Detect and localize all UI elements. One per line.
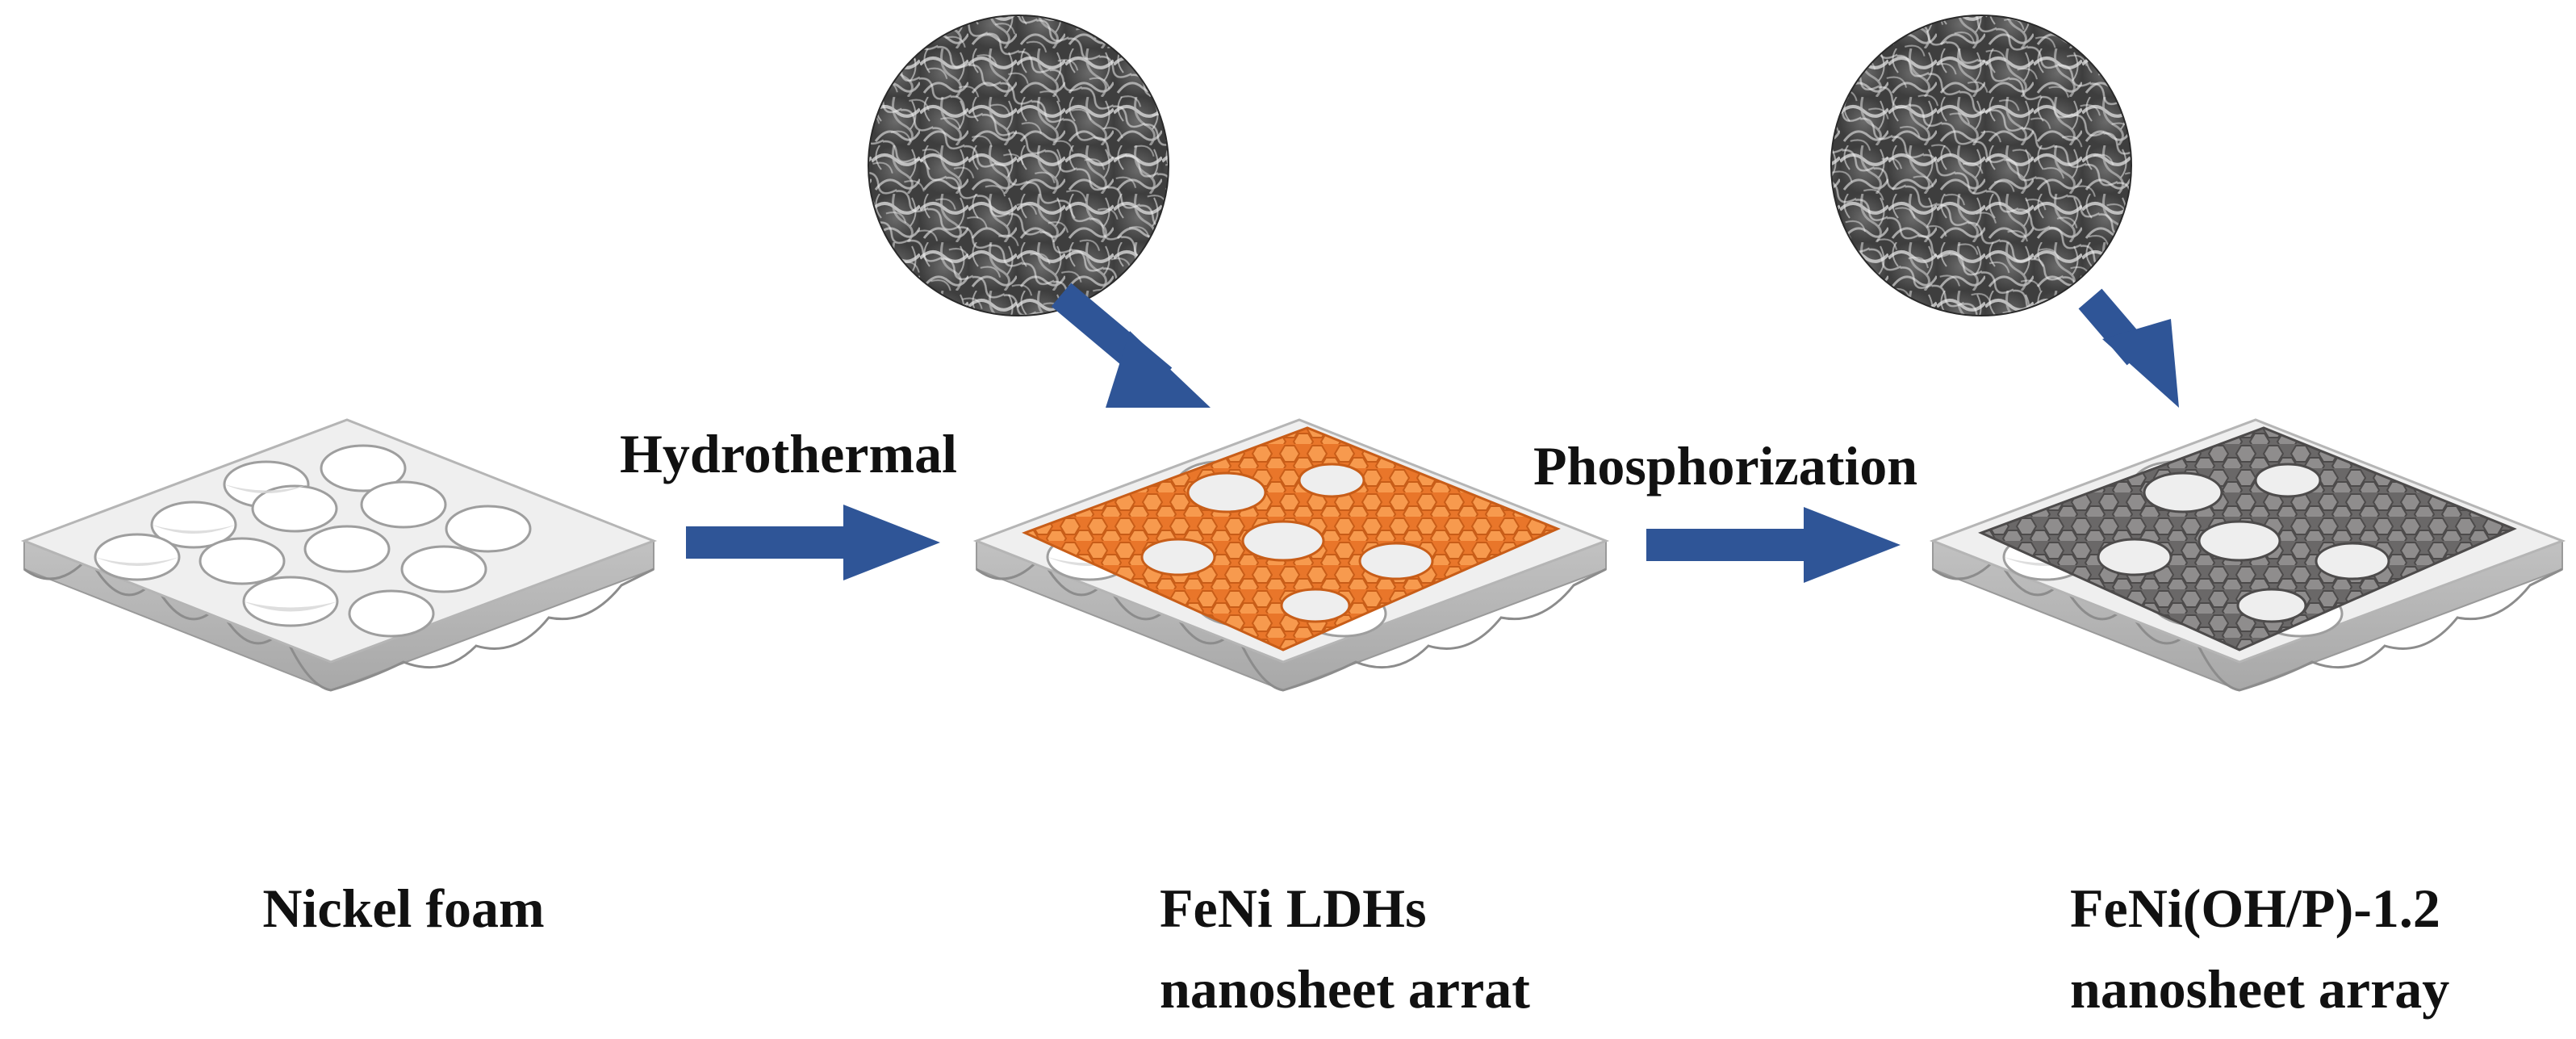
stage-label-phosphide-line1: FeNi(OH/P)-1.2 <box>2070 878 2440 939</box>
stage-label-ldh-line2: nanosheet arrat <box>1160 958 1530 1020</box>
hydrothermal-label: Hydrothermal <box>620 423 957 484</box>
phosphorization-arrow <box>1646 507 1901 583</box>
hydrothermal-arrow <box>686 505 940 580</box>
zoom-arrow-ldh <box>1051 283 1211 408</box>
stage-label-phosphide-line2: nanosheet array <box>2070 958 2449 1020</box>
stage-label-ldh-line1: FeNi LDHs <box>1160 878 1427 939</box>
stage-label-nickel-foam: Nickel foam <box>262 878 544 939</box>
zoom-arrow-phosphide <box>2078 288 2179 408</box>
phosphorization-label: Phosphorization <box>1533 435 1917 496</box>
sem-micrograph-phosphide <box>1830 15 2132 316</box>
phosphide-coated-foam <box>1931 418 2564 692</box>
sem-micrograph-ldh <box>868 15 1169 316</box>
nickel-foam-sheet <box>23 418 655 692</box>
ldh-coated-foam <box>975 418 1608 692</box>
